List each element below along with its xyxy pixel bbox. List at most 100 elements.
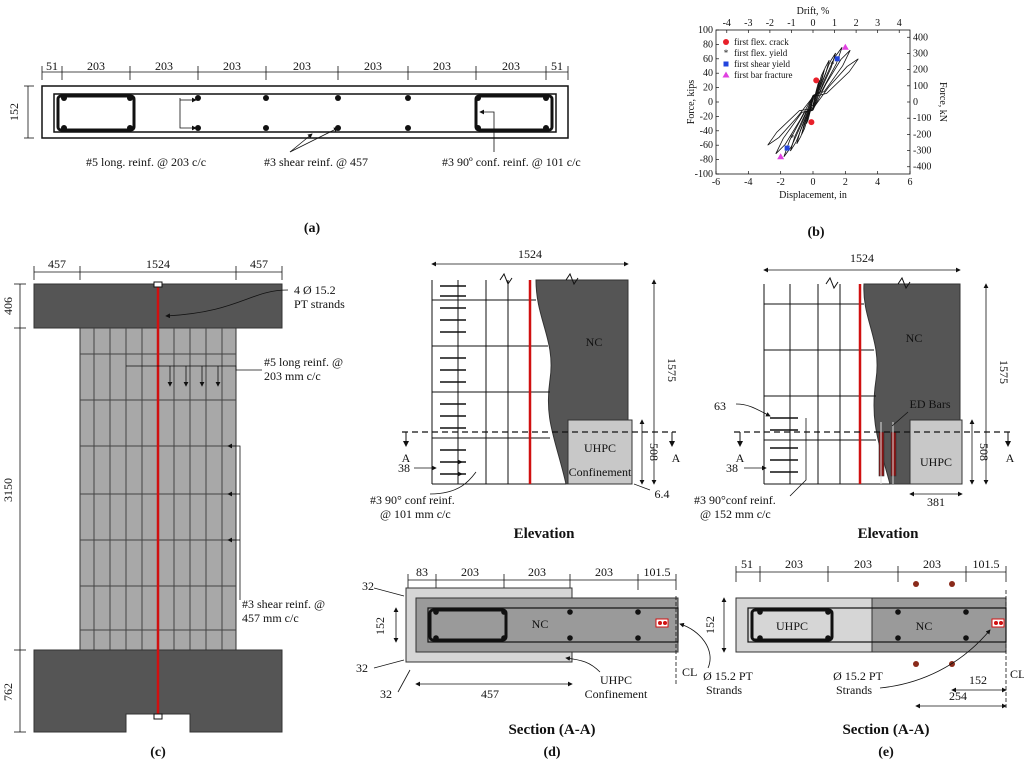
label-e-sect-nc: NC: [916, 619, 933, 633]
marker-1-0: *: [830, 60, 835, 70]
y-tick-label-6: 20: [703, 83, 713, 94]
dim-d-sect-height: 152: [373, 617, 387, 635]
y-tick-label-8: 60: [703, 54, 713, 65]
marker-1-1: *: [790, 133, 795, 143]
dim-d-width: 1524: [518, 247, 542, 261]
y2-tick-label-1: -300: [913, 146, 931, 157]
x-tick-label-4: 2: [843, 177, 848, 188]
dim-e-height: 1575: [997, 360, 1011, 384]
dim-c-height: 3150: [1, 478, 15, 502]
dim-d-32-a: 32: [362, 579, 374, 593]
label-e-sect-pt-1: Ø 15.2 PT: [833, 669, 883, 683]
y-tick-label-10: 100: [698, 25, 713, 36]
panel-a: 51 203 203 203 203 203 203 203 51: [7, 59, 581, 236]
caption-d: (d): [543, 745, 560, 760]
y-tick-label-9: 80: [703, 39, 713, 50]
legend-marker-0: [723, 39, 729, 45]
marker-3-1: [777, 153, 785, 160]
y-tick-label-4: -20: [700, 111, 713, 122]
x-tick-label-1: -4: [744, 177, 752, 188]
y-axis-label: Force, kips: [686, 80, 697, 125]
label-d-a-left: A: [402, 451, 411, 465]
label-c-long-2: 203 mm c/c: [264, 369, 321, 383]
x2-axis-label: Drift, %: [797, 6, 830, 17]
dim-e-width: 1524: [850, 251, 874, 265]
label-d-sect-nc: NC: [532, 617, 549, 631]
marker-3-0: [841, 43, 849, 50]
title-e-section: Section (A-A): [842, 722, 929, 738]
dim-e-sect-2: 203: [854, 557, 872, 571]
marker-0-1: [808, 119, 815, 126]
dim-d-uhpc: 508: [647, 443, 661, 461]
dim-a-4: 203: [293, 59, 311, 73]
y2-tick-label-4: 0: [913, 97, 918, 108]
title-e-elevation: Elevation: [858, 526, 919, 542]
x-tick-label-3: 0: [811, 177, 816, 188]
y2-tick-label-7: 300: [913, 48, 928, 59]
y-tick-label-5: 0: [708, 97, 713, 108]
y2-axis-label: Force, kN: [937, 82, 948, 122]
dim-d-sect-2: 203: [528, 565, 546, 579]
label-e-a-left: A: [736, 451, 745, 465]
label-d-conf-2: @ 101 mm c/c: [380, 507, 451, 521]
label-a-long: #5 long. reinf. @ 203 c/c: [86, 155, 206, 169]
x2-tick-label-6: 2: [854, 18, 859, 29]
dim-a-5: 203: [364, 59, 382, 73]
panel-e: 1524 UHPC NC ED Bars: [694, 251, 1024, 760]
dim-e-254: 254: [949, 689, 967, 703]
dim-a-2: 203: [155, 59, 173, 73]
title-d-section: Section (A-A): [508, 722, 595, 738]
dim-e-63: 63: [714, 399, 726, 413]
dim-e-sect-1: 203: [785, 557, 803, 571]
dim-a-0: 51: [46, 59, 58, 73]
label-d-cl: CL: [682, 665, 697, 679]
y-tick-label-2: -60: [700, 140, 713, 151]
legend-label-2: first shear yield: [734, 59, 790, 69]
dim-a-1: 203: [87, 59, 105, 73]
plot-area: [715, 29, 911, 175]
title-d-elevation: Elevation: [514, 526, 575, 542]
dim-a-3: 203: [223, 59, 241, 73]
legend-marker-3: [722, 71, 730, 78]
label-d-uhpc-2: Confinement: [569, 465, 632, 479]
x2-tick-label-2: -2: [766, 18, 774, 29]
legend-label-3: first bar fracture: [734, 70, 792, 80]
dim-c-left: 457: [48, 257, 66, 271]
x2-tick-label-3: -1: [787, 18, 795, 29]
dim-a-7: 203: [502, 59, 520, 73]
x2-tick-label-5: 1: [832, 18, 837, 29]
label-e-conf-1: #3 90°conf reinf.: [694, 493, 776, 507]
x-axis-label: Displacement, in: [779, 190, 847, 201]
panel-d: 1524 UHPC: [356, 247, 754, 760]
x2-tick-label-1: -3: [744, 18, 752, 29]
marker-0-0: [813, 77, 820, 84]
x-tick-label-2: -2: [776, 177, 784, 188]
x-tick-label-6: 6: [908, 177, 913, 188]
y-tick-label-0: -100: [695, 169, 713, 180]
dim-e-sect-height: 152: [703, 616, 717, 634]
dim-e-152: 152: [969, 673, 987, 687]
dim-e-sect-0: 51: [741, 557, 753, 571]
caption-b: (b): [807, 225, 824, 240]
y-tick-label-1: -80: [700, 155, 713, 166]
label-c-pt-1: 4 Ø 15.2: [294, 283, 336, 297]
hysteresis-loop-5: [775, 49, 851, 155]
hysteresis-loop-6: [767, 58, 859, 146]
label-c-shear-1: #3 shear reinf. @: [242, 597, 325, 611]
dim-a-8: 51: [551, 59, 563, 73]
dim-d-sect-4: 101.5: [644, 565, 671, 579]
y2-tick-label-2: -200: [913, 129, 931, 140]
dim-d-sect-1: 203: [461, 565, 479, 579]
label-e-sect-uhpc: UHPC: [776, 619, 808, 633]
dim-e-38: 38: [726, 461, 738, 475]
label-d-sect-uhpc-2: Confinement: [585, 687, 648, 701]
dim-c-right: 457: [250, 257, 268, 271]
marker-2-0: [834, 56, 840, 62]
panel-c: 457 1524 457: [1, 257, 345, 760]
marker-2-1: [784, 145, 790, 151]
x2-tick-label-7: 3: [875, 18, 880, 29]
label-a-shear: #3 shear reinf. @ 457: [264, 155, 368, 169]
